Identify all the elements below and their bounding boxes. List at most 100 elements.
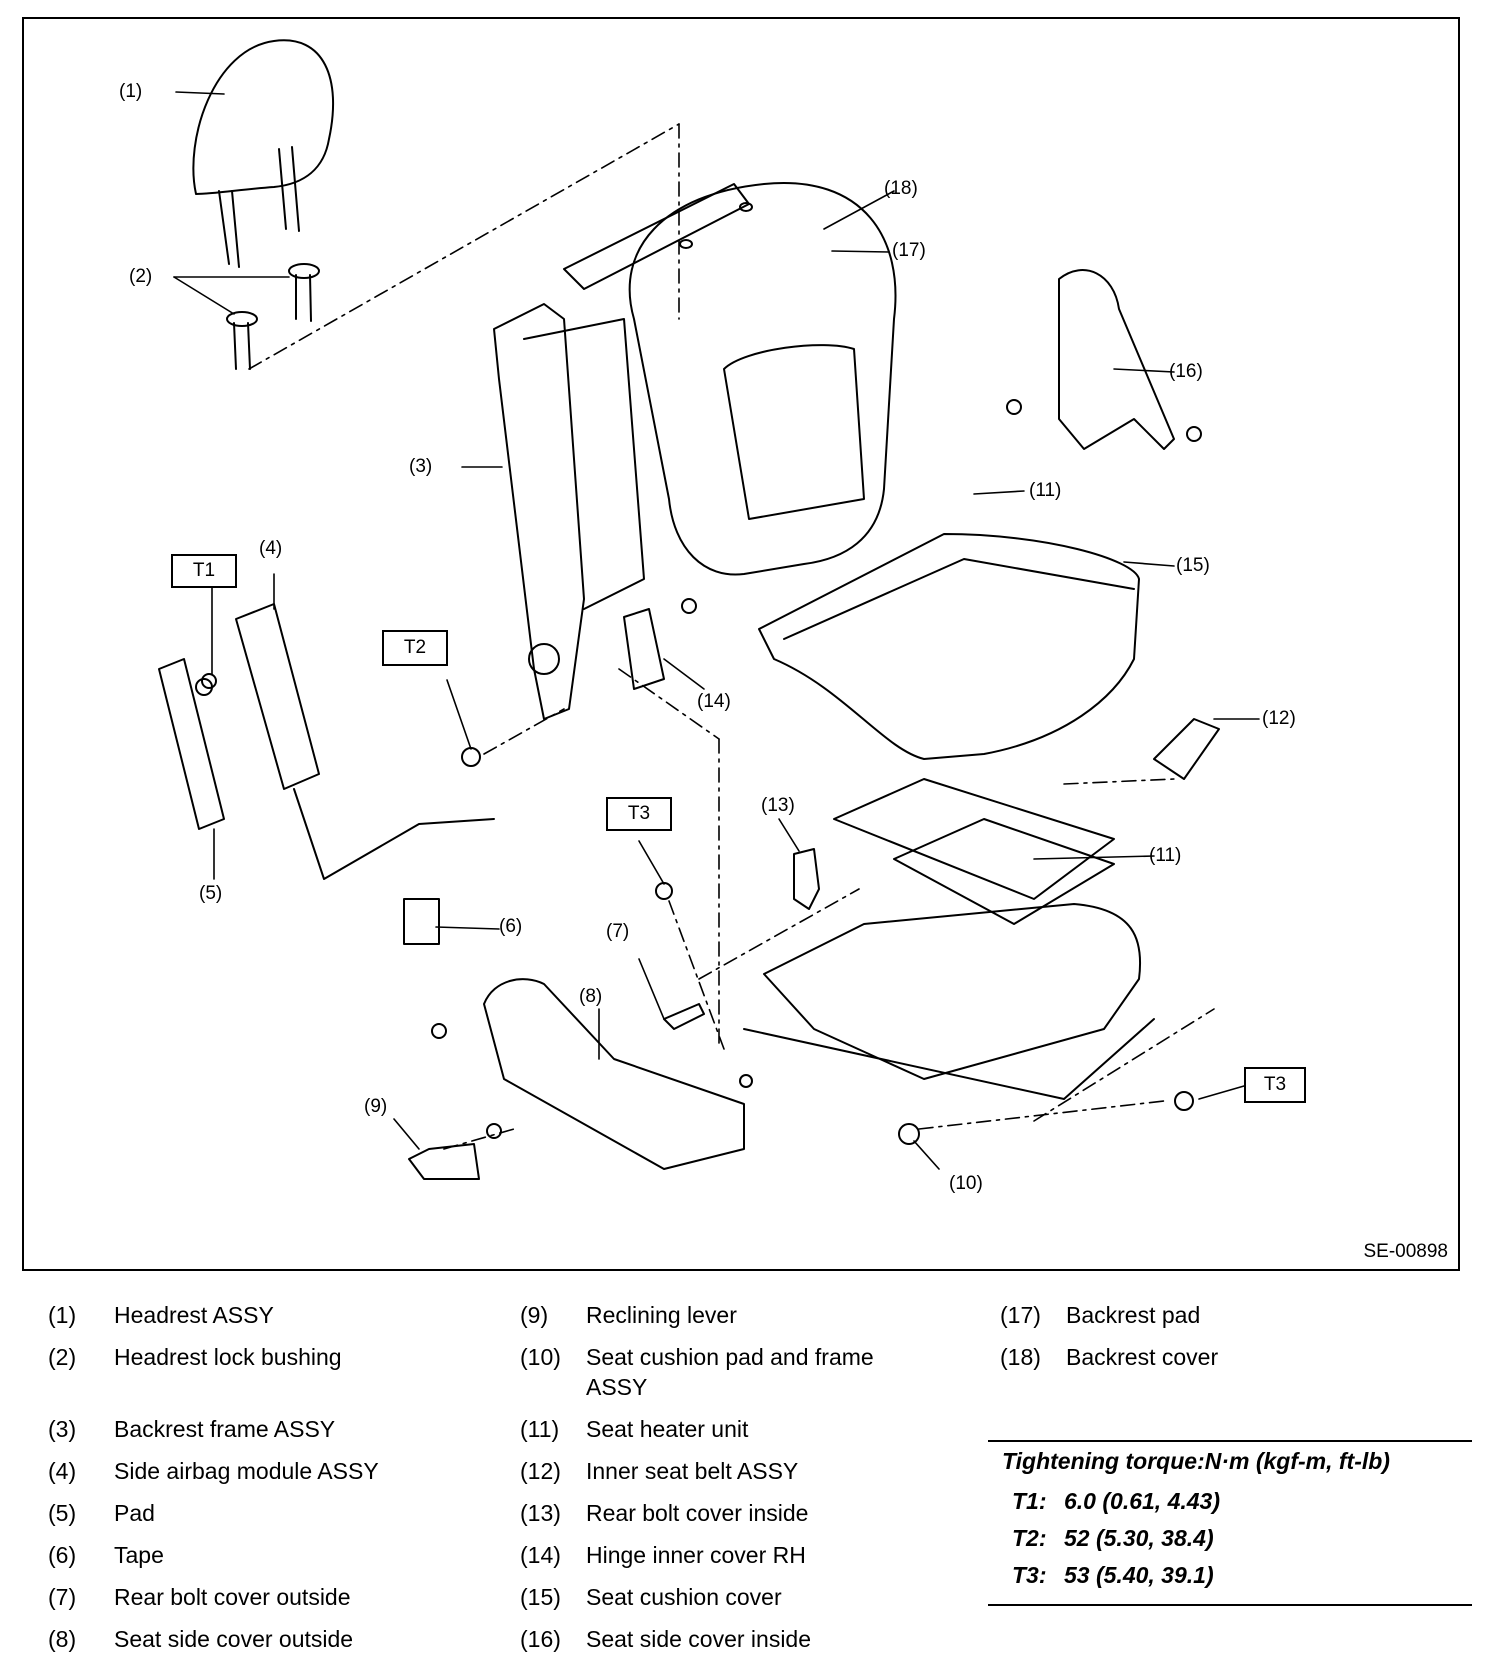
legend-num: (14) xyxy=(520,1542,561,1568)
callout-1: (1) xyxy=(119,81,143,102)
torque-title: Tightening torque:N·m (kgf-m, ft-lb) xyxy=(1002,1448,1390,1474)
legend-text: Backrest pad xyxy=(1066,1302,1201,1328)
callout-11-upper: (11) xyxy=(1029,480,1062,501)
legend-num: (1) xyxy=(48,1302,77,1328)
airbag-module-part xyxy=(158,603,495,945)
legend-num: (2) xyxy=(48,1344,77,1370)
backrest-frame-part xyxy=(493,303,645,720)
seat-heater-part xyxy=(833,778,1115,925)
callout-10: (10) xyxy=(949,1173,983,1194)
legend-item: (15) Seat cushion cover xyxy=(520,1582,946,1612)
legend-item: (12) Inner seat belt ASSY xyxy=(520,1456,946,1486)
legend-item: (8)Seat side cover outside xyxy=(48,1624,474,1654)
legend-item: (7) Rear bolt cover outside xyxy=(48,1582,474,1612)
legend-item: (13) Rear bolt cover inside xyxy=(520,1498,946,1528)
legend-num: (15) xyxy=(520,1584,561,1610)
torque-value: 52 (5.30, 38.4) xyxy=(1064,1525,1214,1551)
legend-column-2: (9) Reclining lever (10) Seat cushion pad … xyxy=(520,1300,946,1666)
seat-cushion-cover-part xyxy=(758,533,1140,760)
legend-text: Reclining lever xyxy=(586,1302,737,1328)
torque-row: T2: 52 (5.30, 38.4) xyxy=(988,1520,1472,1557)
lock-bushing-part xyxy=(226,263,320,370)
legend-text: Seat cushion pad and frame ASSY xyxy=(586,1344,874,1400)
torque-table: Tightening torque:N·m (kgf-m, ft-lb) T1:… xyxy=(988,1440,1472,1606)
torque-row: T1: 6.0 (0.61, 4.43) xyxy=(988,1483,1472,1520)
callout-13: (13) xyxy=(761,795,795,816)
callout-6: (6) xyxy=(499,916,523,937)
legend-num: (8) xyxy=(48,1626,77,1652)
legend-item: (14) Hinge inner cover RH xyxy=(520,1540,946,1570)
seat-cushion-frame-part xyxy=(743,903,1155,1145)
legend-item: (1) Headrest ASSY xyxy=(48,1300,474,1330)
side-covers-part xyxy=(408,269,1220,1180)
legend-item: (5)Pad xyxy=(48,1498,474,1528)
exploded-diagram: (1) (2) (3) (4) (5) (6) (7) (8) (9) (10)… xyxy=(22,17,1460,1271)
callout-18: (18) xyxy=(884,178,918,199)
leader-lines xyxy=(173,91,1260,1170)
legend-column-1: (1) Headrest ASSY (2) Headrest lock bushin… xyxy=(48,1300,474,1666)
bolts xyxy=(201,399,1202,1139)
legend-item: (9) Reclining lever xyxy=(520,1300,946,1330)
callout-8: (8) xyxy=(579,986,603,1007)
legend-num: (5) xyxy=(48,1500,77,1526)
callout-16: (16) xyxy=(1169,361,1203,382)
seat-exploded-view xyxy=(158,39,1260,1180)
legend-text: Rear bolt cover inside xyxy=(586,1500,809,1526)
legend-item: (6) Tape xyxy=(48,1540,474,1570)
legend-num: (12) xyxy=(520,1458,561,1484)
legend-text: Hinge inner cover RH xyxy=(586,1542,806,1568)
callout-5: (5) xyxy=(199,883,223,904)
legend-num: (11) xyxy=(520,1416,560,1442)
backrest-cover-part xyxy=(563,182,897,576)
callout-14: (14) xyxy=(697,691,731,712)
legend-item: (11) Seat heater unit xyxy=(520,1414,946,1444)
torque-row: T3:53 (5.40, 39.1) xyxy=(988,1557,1472,1594)
legend-item: (10) Seat cushion pad and frame ASSY xyxy=(520,1342,946,1402)
legend-item: (18) Backrest cover xyxy=(1000,1342,1426,1372)
legend-num: (13) xyxy=(520,1500,561,1526)
legend-text: Seat heater unit xyxy=(586,1416,749,1442)
legend-item: (16) Seat side cover inside xyxy=(520,1624,946,1654)
legend-text: Headrest ASSY xyxy=(114,1302,274,1328)
torque-box-t3-lower: T3 xyxy=(1244,1067,1306,1103)
legend-text: Tape xyxy=(114,1542,164,1568)
legend-text: Seat side cover inside xyxy=(586,1626,812,1652)
torque-box-t1: T1 xyxy=(171,554,237,588)
legend-text: Rear bolt cover outside xyxy=(114,1584,351,1610)
legend-num: (4) xyxy=(48,1458,77,1484)
callout-11-lower: (11) xyxy=(1149,845,1182,866)
legend-text: Backrest frame ASSY xyxy=(114,1416,336,1442)
alignment-lines xyxy=(248,123,1215,1150)
legend-item: (2) Headrest lock bushing xyxy=(48,1342,474,1372)
legend-text: Seat cushion cover xyxy=(586,1584,782,1610)
legend-num: (17) xyxy=(1000,1302,1041,1328)
legend-item: (3) Backrest frame ASSY xyxy=(48,1414,474,1444)
torque-code: T1: xyxy=(1012,1488,1047,1514)
legend-num: (9) xyxy=(520,1302,549,1328)
legend-text: Backrest cover xyxy=(1066,1344,1219,1370)
headrest-part xyxy=(192,39,335,268)
legend-num: (6) xyxy=(48,1542,77,1568)
torque-box-t2: T2 xyxy=(382,630,448,666)
legend-column-3: (17) Backrest pad (18) Backrest cover xyxy=(1000,1300,1426,1384)
legend-num: (10) xyxy=(520,1344,561,1370)
legend-num: (3) xyxy=(48,1416,77,1442)
torque-code: T2: xyxy=(1012,1525,1047,1551)
callout-9: (9) xyxy=(364,1096,388,1117)
callout-12: (12) xyxy=(1262,708,1296,729)
torque-value: 6.0 (0.61, 4.43) xyxy=(1064,1488,1220,1514)
figure-code: SE-00898 xyxy=(1363,1241,1448,1262)
torque-code: T3: xyxy=(1012,1562,1047,1588)
torque-box-t3-upper: T3 xyxy=(606,797,672,831)
legend-text: Inner seat belt ASSY xyxy=(586,1458,799,1484)
legend-item: (4)Side airbag module ASSY xyxy=(48,1456,474,1486)
legend-num: (16) xyxy=(520,1626,561,1652)
legend-num: (7) xyxy=(48,1584,77,1610)
callout-3: (3) xyxy=(409,456,433,477)
callout-4: (4) xyxy=(259,538,283,559)
legend-text: Headrest lock bushing xyxy=(114,1344,342,1370)
legend-num: (18) xyxy=(1000,1344,1041,1370)
callout-2: (2) xyxy=(129,266,153,287)
callout-15: (15) xyxy=(1176,555,1210,576)
callout-7: (7) xyxy=(606,921,630,942)
